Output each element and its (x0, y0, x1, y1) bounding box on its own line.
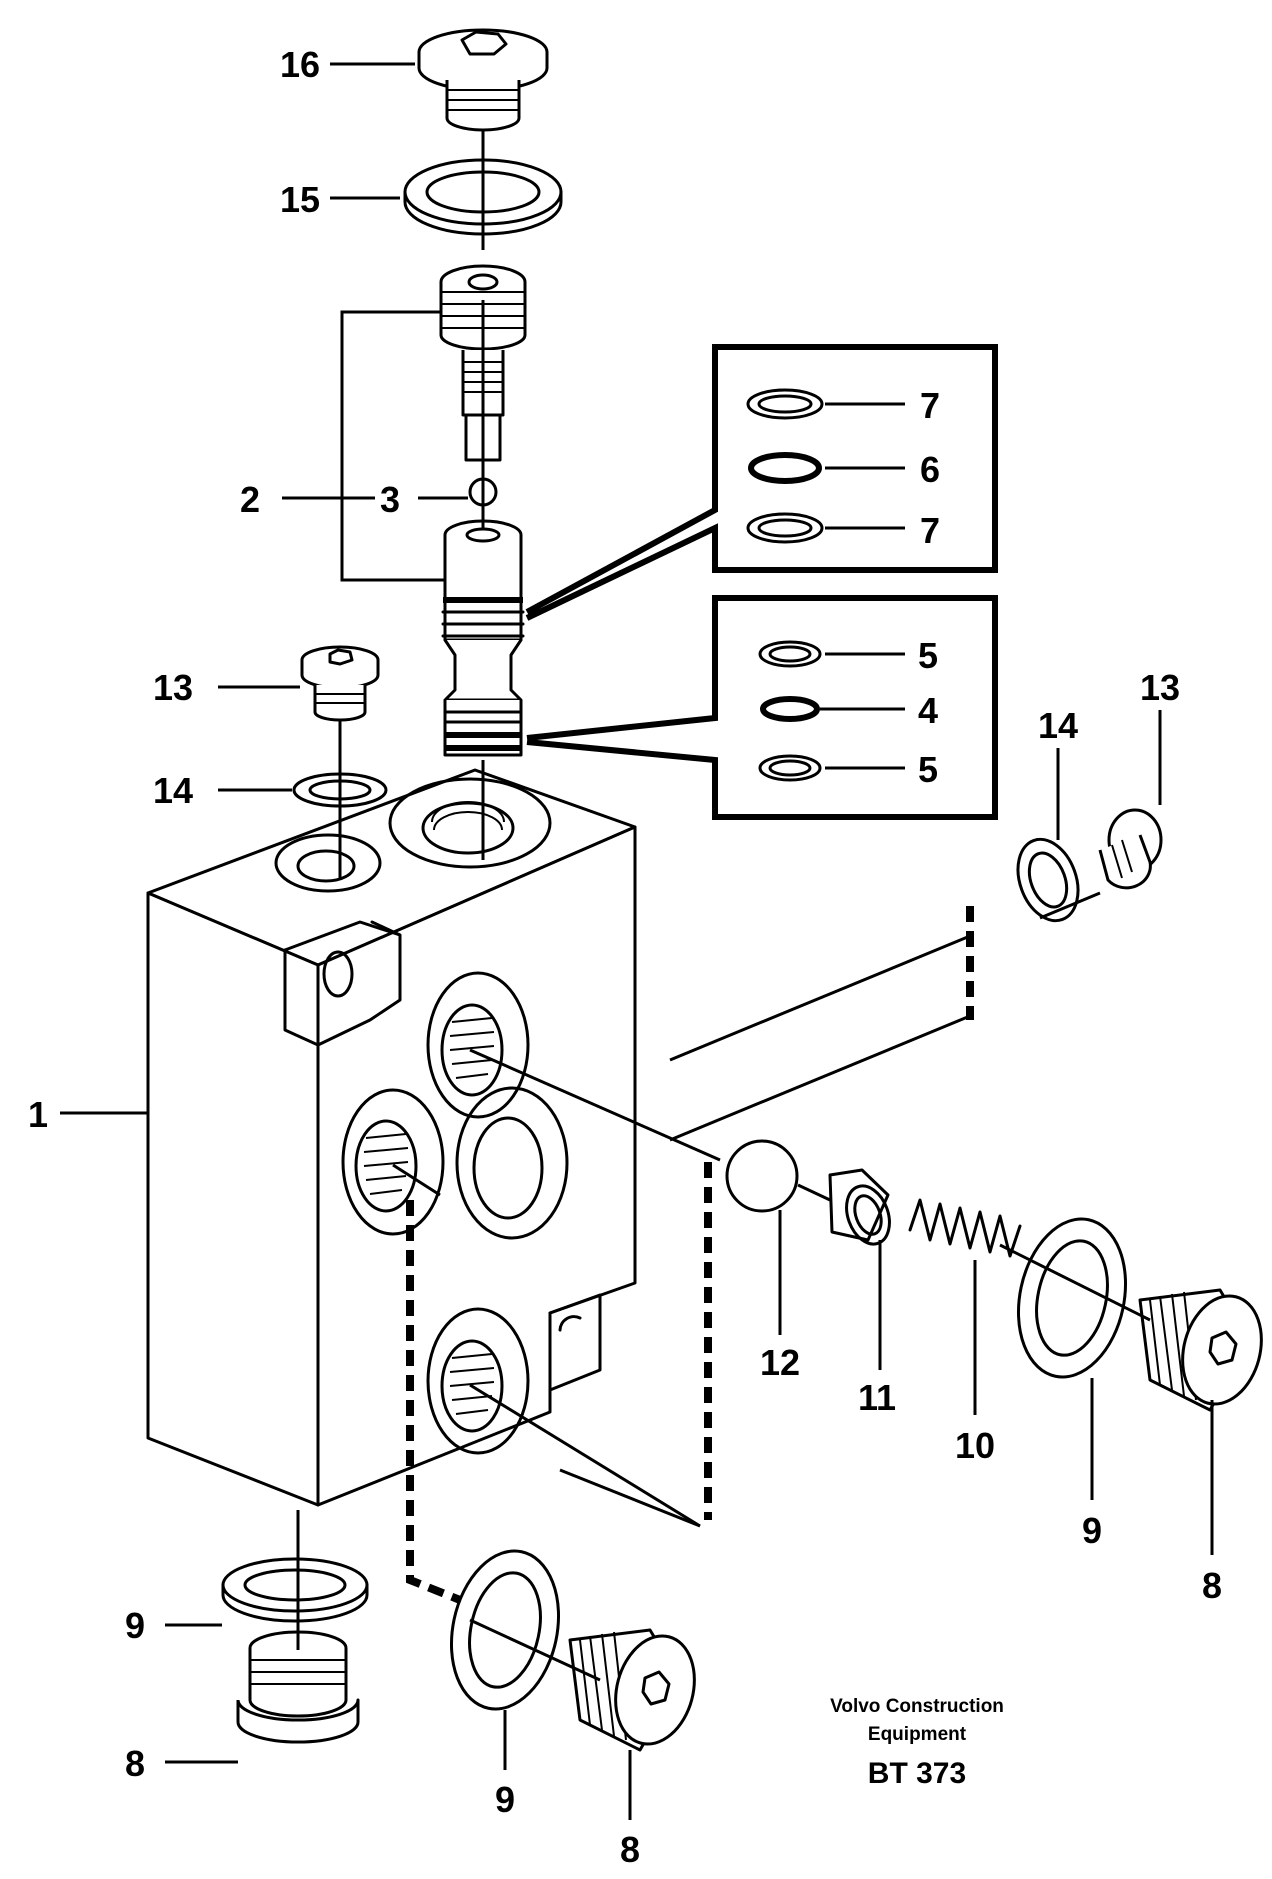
label-15: 15 (280, 179, 320, 220)
assembly-bracket (340, 310, 445, 582)
leaders (60, 62, 1214, 1820)
label-16: 16 (280, 44, 320, 85)
label-5-bottom: 5 (918, 749, 938, 790)
caption-line-2: Equipment (868, 1724, 967, 1745)
label-13-left: 13 (153, 667, 193, 708)
washer-9-bottom-left (221, 1557, 369, 1623)
label-14-left: 14 (153, 770, 193, 811)
top-plug (417, 28, 549, 132)
routing-lines (392, 891, 1101, 1604)
seal-kit-lower (526, 595, 998, 820)
ball-12 (725, 1139, 799, 1213)
front-port-top (426, 971, 530, 1119)
label-11: 11 (858, 1377, 896, 1418)
label-10: 10 (955, 1425, 995, 1466)
label-6: 6 (920, 449, 940, 490)
sleeve-11 (828, 1168, 891, 1246)
small-plug-right (1098, 808, 1163, 890)
label-7-top: 7 (920, 385, 940, 426)
caption-code: BT 373 (868, 1757, 966, 1790)
label-1: 1 (28, 1094, 48, 1135)
plug-8-bottom-mid (568, 1628, 696, 1752)
front-port-bottom (426, 1307, 530, 1455)
top-port-small (274, 833, 382, 893)
washer-9-right (1016, 1217, 1128, 1379)
top-port-large (388, 777, 552, 869)
label-5-top: 5 (918, 635, 938, 676)
cartridge-body (441, 519, 525, 757)
label-8-bottom-left: 8 (125, 1743, 145, 1784)
front-port-left (341, 1088, 445, 1236)
seal-kit-upper (525, 344, 998, 621)
small-plug-left (300, 645, 380, 722)
spring-10 (908, 1198, 1022, 1258)
label-4: 4 (918, 690, 938, 731)
label-9-bottom-left: 9 (125, 1605, 145, 1646)
label-7-bottom: 7 (920, 510, 940, 551)
label-2: 2 (240, 479, 260, 520)
caption-line-1: Volvo Construction (830, 1696, 1004, 1717)
front-port-plugged (455, 1086, 569, 1240)
label-8-bottom-mid: 8 (620, 1829, 640, 1870)
label-3: 3 (380, 479, 400, 520)
label-12: 12 (760, 1342, 800, 1383)
label-14-right: 14 (1038, 705, 1078, 746)
washer-9-bottom-mid (449, 1549, 561, 1711)
label-9-right: 9 (1082, 1510, 1102, 1551)
plug-8-right (1138, 1288, 1263, 1412)
label-9-bottom-mid: 9 (495, 1779, 515, 1820)
small-washer-right (1016, 837, 1080, 923)
label-8-right: 8 (1202, 1565, 1222, 1606)
label-13-right: 13 (1140, 667, 1180, 708)
valve-body (146, 768, 637, 1507)
